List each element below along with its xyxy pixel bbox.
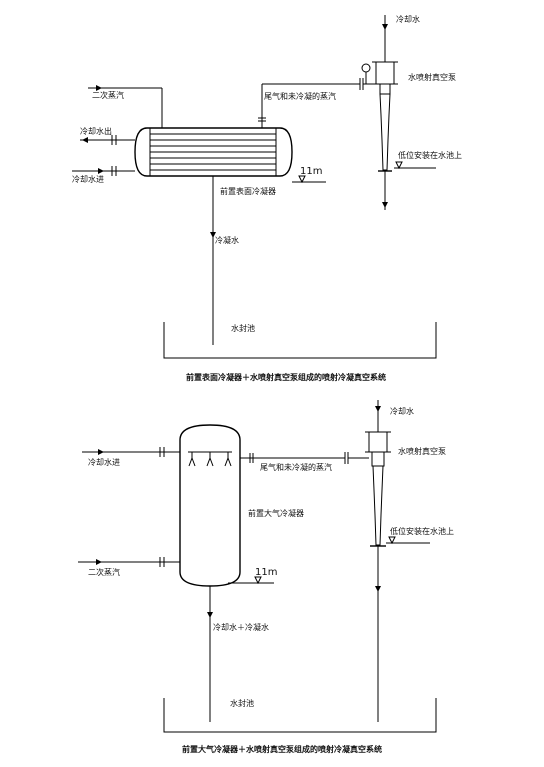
label-cooling-water-in-2: 冷却水 (390, 406, 414, 416)
label-tank: 水封池 (231, 323, 255, 333)
label-low-mount: 低位安装在水池上 (398, 150, 462, 160)
tail-gas-line-2 (240, 453, 345, 463)
label-elevation-2: 11m (255, 567, 277, 578)
label-cooling-water-inlet: 冷却水进 (72, 174, 104, 184)
label-condensate: 冷凝水 (215, 235, 239, 245)
label-secondary-steam-2: 二次蒸汽 (88, 567, 120, 577)
label-tail-gas-2: 尾气和未冷凝的蒸汽 (260, 462, 332, 472)
label-pump-2: 水喷射真空泵 (398, 446, 446, 456)
caption-bottom: 前置大气冷凝器＋水喷射真空泵组成的喷射冷凝真空系统 (182, 744, 382, 754)
bottom-diagram: 冷却水进 二次蒸汽 尾气和未冷凝的蒸汽 前置大气冷凝器 (78, 400, 454, 754)
label-secondary-steam: 二次蒸汽 (92, 90, 124, 100)
label-tank-2: 水封池 (230, 698, 254, 708)
condensate-line (210, 176, 216, 345)
label-tail-gas: 尾气和未冷凝的蒸汽 (264, 91, 336, 101)
water-jet-pump (359, 15, 398, 210)
secondary-steam-line (88, 85, 163, 128)
outlet-line (207, 586, 213, 722)
cooling-water-inlet-line-2 (82, 447, 180, 457)
water-tank-2 (163, 698, 437, 733)
condenser-tubes (150, 133, 276, 171)
label-cooling-water-in: 冷却水 (396, 14, 420, 24)
cooling-water-out-line (80, 135, 135, 145)
elevation-marker-2 (228, 576, 274, 585)
tail-gas-line (258, 83, 360, 128)
label-elevation: 11m (300, 166, 322, 177)
top-diagram: 二次蒸汽 冷却水出 冷却水进 尾气和未冷凝的蒸汽 (72, 14, 462, 382)
caption-top: 前置表面冷凝器＋水喷射真空泵组成的喷射冷凝真空系统 (186, 372, 386, 382)
cooling-water-inlet-line (72, 166, 135, 176)
water-jet-pump-2 (344, 400, 391, 722)
label-condenser: 前置表面冷凝器 (220, 186, 276, 196)
water-tank (163, 322, 437, 359)
label-cooling-water-out: 冷却水出 (80, 126, 112, 136)
elevation-marker (292, 175, 326, 184)
label-pump: 水喷射真空泵 (408, 72, 456, 82)
label-cooling-water-inlet-2: 冷却水进 (88, 457, 120, 467)
label-condenser-2: 前置大气冷凝器 (248, 508, 304, 518)
label-outlet: 冷却水＋冷凝水 (213, 622, 269, 632)
low-mount-marker (394, 161, 436, 170)
barometric-condenser (179, 424, 241, 587)
surface-condenser (134, 127, 293, 177)
secondary-steam-line-2 (78, 557, 180, 567)
label-low-mount-2: 低位安装在水池上 (390, 526, 454, 536)
low-mount-marker-2 (386, 536, 430, 545)
